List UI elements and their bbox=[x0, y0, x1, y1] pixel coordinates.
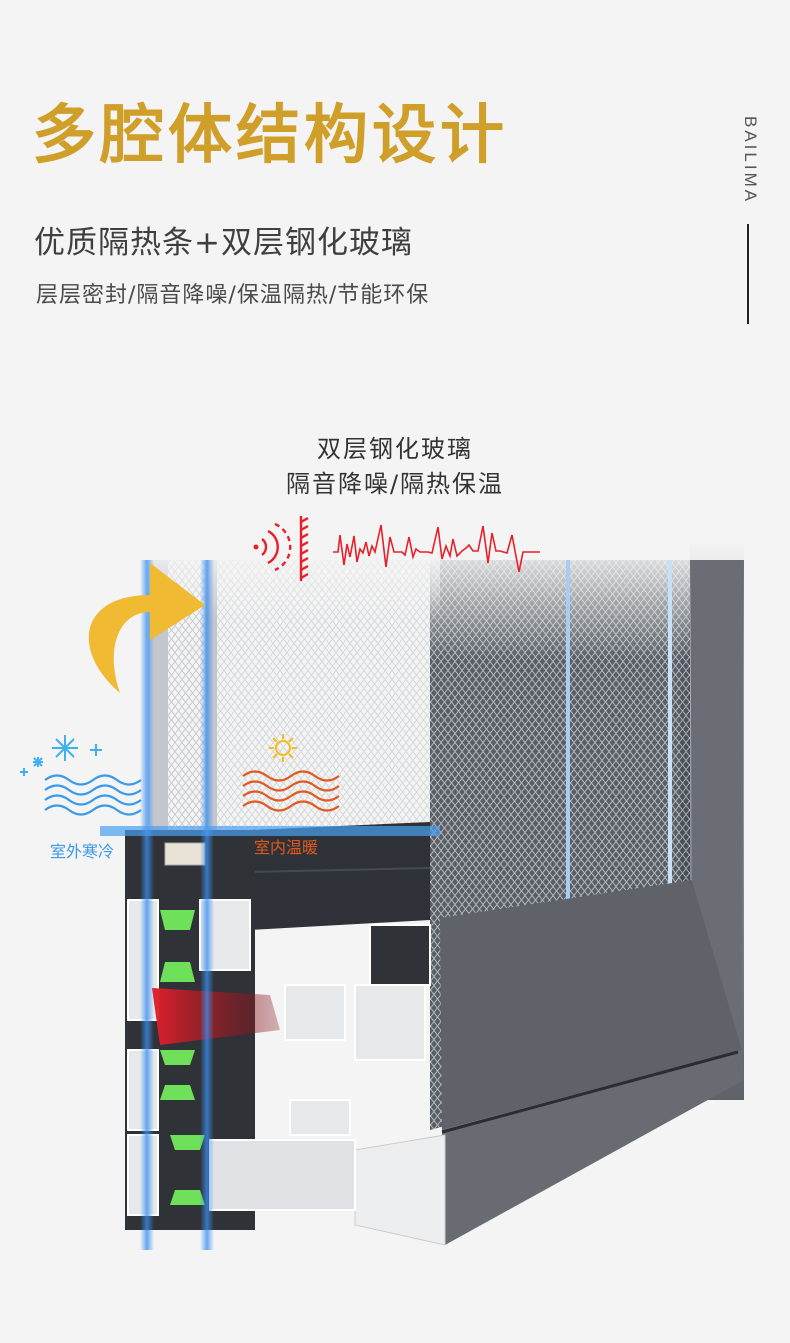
glass-caption-benefits: 隔音降噪/隔热保温 bbox=[285, 470, 505, 498]
warm-wave-icon bbox=[242, 770, 340, 812]
sun-icon bbox=[269, 734, 297, 762]
glass-caption-title: 双层钢化玻璃 bbox=[317, 435, 473, 463]
cold-wave-icon bbox=[44, 774, 142, 816]
outdoor-label: 室外寒冷 bbox=[50, 842, 115, 861]
feature-list: 层层密封/隔音降噪/保温隔热/节能环保 bbox=[36, 283, 430, 308]
snowflake-icon bbox=[20, 735, 102, 776]
insulation-beams bbox=[100, 560, 440, 1250]
heat-deflect-arrow-icon bbox=[88, 563, 205, 693]
noise-waveform-icon bbox=[333, 524, 540, 573]
brand-divider bbox=[747, 224, 749, 324]
double-glass bbox=[140, 540, 440, 850]
thermal-break-strips bbox=[160, 910, 205, 1205]
brand-name: BAILIMA bbox=[741, 116, 760, 205]
page-title: 多腔体结构设计 bbox=[32, 99, 508, 173]
center-gasket bbox=[152, 988, 280, 1045]
subtitle: 优质隔热条+双层钢化玻璃 bbox=[34, 225, 413, 261]
sound-wave-icon bbox=[253, 522, 292, 572]
indoor-label: 室内温暖 bbox=[254, 838, 319, 857]
sash-frame bbox=[249, 560, 744, 1246]
sound-barrier-icon bbox=[299, 516, 309, 581]
